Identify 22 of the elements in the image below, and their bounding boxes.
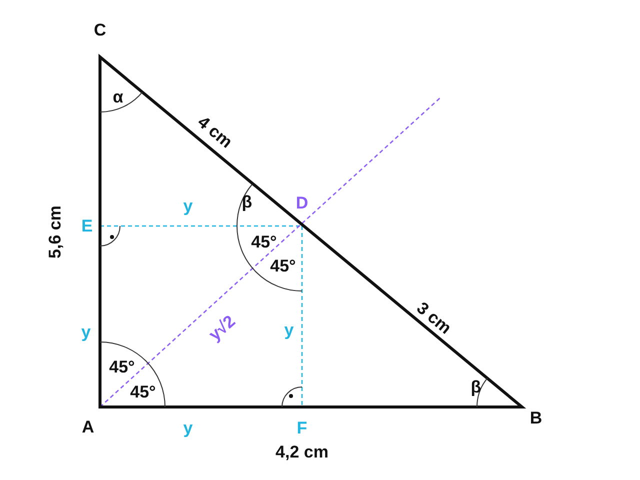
length-label: y xyxy=(183,198,193,214)
angle-label: 45° xyxy=(251,234,277,250)
point-label: D xyxy=(296,194,308,212)
point-label: C xyxy=(94,22,106,38)
point-label: E xyxy=(81,218,93,234)
angle-label: 45° xyxy=(270,258,296,274)
angle-label: 45° xyxy=(130,384,156,400)
point-label: B xyxy=(530,410,542,426)
angle-label: β xyxy=(470,378,482,396)
length-label: y√2 xyxy=(206,312,238,344)
point-label: A xyxy=(82,418,94,436)
angle-label: β xyxy=(242,194,252,210)
length-label: y xyxy=(183,420,193,436)
angle-label: 45° xyxy=(109,358,135,376)
length-label: 4,2 cm xyxy=(276,444,328,460)
angle-label: α xyxy=(112,88,124,106)
length-label: 3 cm xyxy=(414,299,454,337)
length-label: 4 cm xyxy=(194,113,236,151)
length-label: y xyxy=(81,324,91,340)
point-label: F xyxy=(296,420,308,436)
length-label: y xyxy=(284,322,294,338)
length-label: 5,6 cm xyxy=(46,206,64,258)
